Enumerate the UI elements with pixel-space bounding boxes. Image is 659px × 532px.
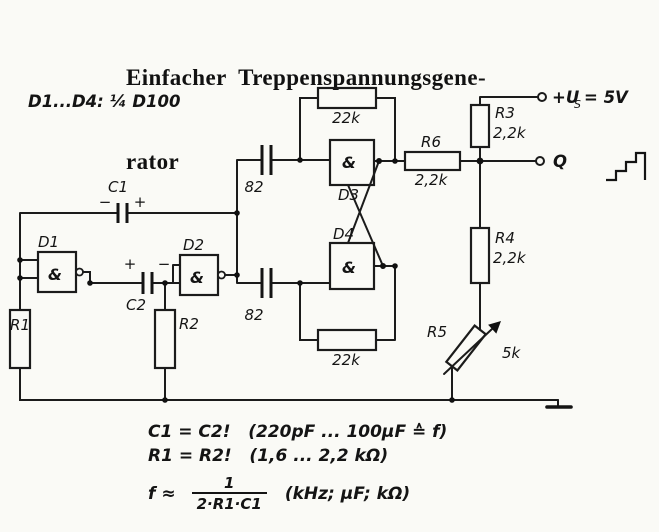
r3-value: 2,2k [493, 124, 527, 142]
gate-d3-box [328, 138, 376, 187]
potentiometer-arrow-shaft [443, 328, 493, 375]
title-line-2: rator [126, 149, 180, 174]
formula-fraction: 1 2·R1·C1 [191, 474, 267, 513]
formula-frequency-lhs: f ≈ [148, 483, 176, 504]
c1-plus-sign: + [134, 193, 147, 211]
r22k-top-label: 22k [332, 109, 361, 127]
gate-d1-symbol: & [48, 265, 62, 284]
r6-value: 2,2k [415, 171, 449, 189]
c1-minus-sign: − [99, 193, 112, 211]
c2-label: C2 [126, 296, 146, 314]
r3-label: R3 [495, 104, 515, 122]
supply-label-subscript: S [574, 98, 581, 111]
gate-d4-label: D4 [333, 225, 354, 243]
junction-dot [392, 158, 398, 164]
gate-d1-label: D1 [38, 233, 59, 251]
junction-dot [392, 263, 398, 269]
title-line-1: Einfacher Treppenspannungsgene- [126, 65, 487, 90]
ground-icon [545, 399, 573, 409]
formula-line-1: C1 = C2! (220pF ... 100µF ≙ f) [148, 422, 448, 442]
wire-left-rail [19, 212, 559, 401]
gate-d4-box [328, 241, 376, 291]
junction-dot [234, 272, 240, 278]
potentiometer-arrow-head [488, 321, 501, 334]
r22k-bottom-label: 22k [332, 351, 361, 369]
q-output-terminal [535, 156, 545, 166]
r1-label: R1 [10, 316, 30, 334]
r5-label: R5 [427, 323, 447, 341]
staircase-waveform-icon [606, 151, 647, 182]
junction-dot [297, 280, 303, 286]
c2-minus-sign: − [158, 255, 171, 273]
c82-top-label: 82 [244, 178, 263, 196]
page-title: Einfacher Treppenspannungsgene- rator [126, 8, 486, 232]
junction-dot [376, 158, 382, 164]
wire-22k-bottom-loop [299, 265, 396, 341]
wire-output-network [373, 96, 539, 331]
formula-units: (kHz; µF; kΩ) [284, 483, 411, 504]
junction-dot [162, 280, 168, 286]
c1-label: C1 [108, 178, 128, 196]
formula-line-2: R1 = R2! (1,6 ... 2,2 kΩ) [148, 446, 389, 466]
wire-cross-coupling [347, 160, 384, 267]
formula-denominator: 2·R1·C1 [191, 492, 267, 513]
resistor-r1-box [8, 308, 32, 370]
c82-bottom-label: 82 [244, 306, 263, 324]
r6-label: R6 [421, 133, 441, 151]
supply-label-prefix: +U [552, 88, 580, 107]
gate-d2-label: D2 [183, 236, 204, 254]
formula-line-3: f ≈ 1 2·R1·C1 (kHz; µF; kΩ) [148, 474, 447, 513]
junction-dot [380, 263, 386, 269]
potentiometer-r5-box [444, 324, 488, 372]
junction-dot [449, 397, 455, 403]
r5-value: 5k [502, 344, 522, 362]
junction-dot [17, 257, 23, 263]
junction-dot [476, 157, 484, 165]
resistor-22k-bottom-box [316, 328, 378, 352]
junction-dot [162, 397, 168, 403]
c2-plus-sign: + [124, 255, 137, 273]
gate-d3-symbol: & [342, 153, 356, 172]
resistor-r6-box [403, 150, 462, 172]
wire-22k-top-loop [299, 97, 396, 162]
gate-d2-symbol: & [190, 268, 204, 287]
component-note: D1...D4: ¼ D100 [28, 92, 181, 111]
gate-d2-output-bubble [217, 270, 226, 280]
formula-numerator: 1 [223, 474, 235, 492]
r4-value: 2,2k [493, 249, 527, 267]
junction-dot [297, 157, 303, 163]
supply-label-value: = 5V [584, 88, 629, 107]
r4-label: R4 [495, 229, 515, 247]
supply-terminal [537, 92, 547, 102]
junction-dot [87, 280, 93, 286]
capacitor-plates [116, 145, 273, 298]
r2-label: R2 [179, 315, 199, 333]
wire-coupling-vertical [224, 159, 331, 284]
gate-d1-output-bubble [75, 267, 84, 277]
junction-dot [17, 275, 23, 281]
gate-d3-label: D3 [338, 186, 359, 204]
resistor-r3-box [469, 103, 491, 149]
resistor-22k-top-box [316, 86, 378, 110]
junction-dots [17, 157, 484, 403]
gate-d4-symbol: & [342, 258, 356, 277]
formula-block: C1 = C2! (220pF ... 100µF ≙ f) R1 = R2! … [148, 420, 447, 513]
resistor-r2-box [153, 308, 177, 370]
junction-dot [234, 210, 240, 216]
resistor-r4-box [469, 226, 491, 285]
q-output-label: Q [553, 152, 567, 171]
